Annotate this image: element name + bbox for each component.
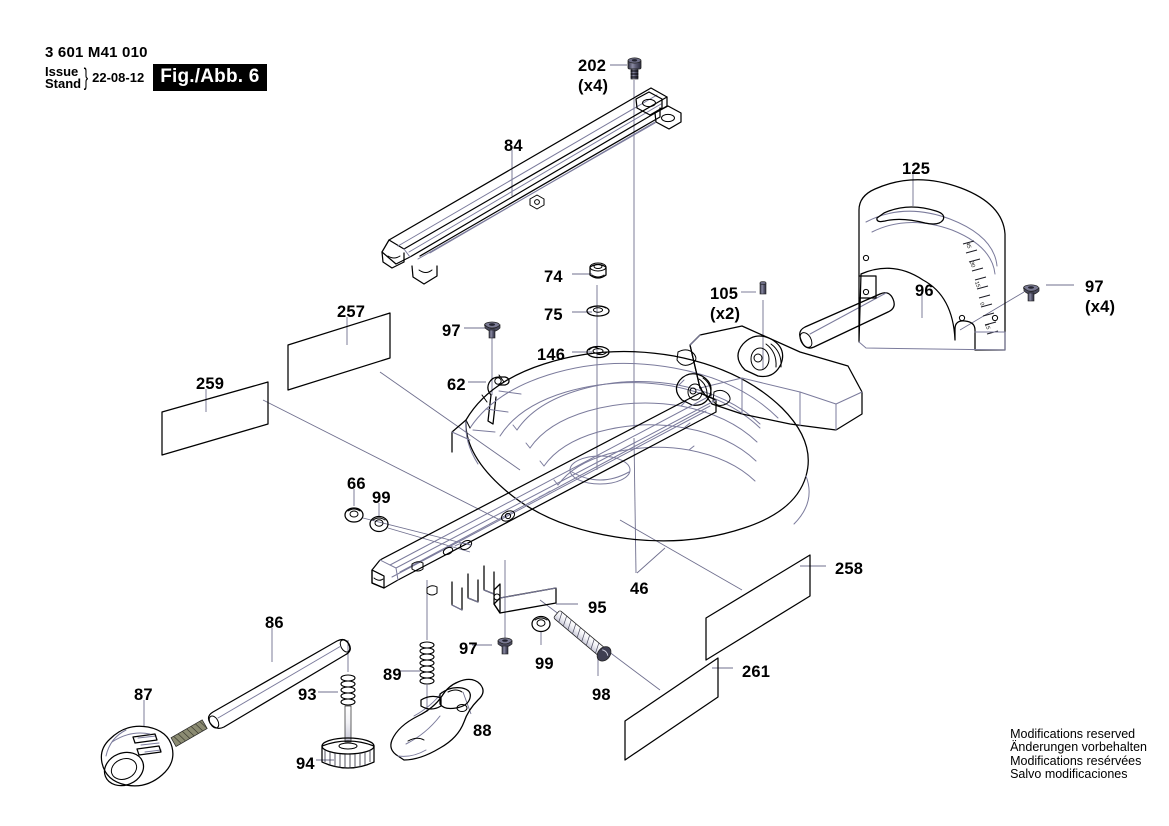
part-93-detent-spring — [340, 674, 356, 706]
disclaimer-line-fr: Modifications resérvées — [1010, 753, 1142, 768]
callout-46: 46 — [630, 580, 649, 598]
callout-146: 146 — [537, 346, 566, 364]
callout-88: 88 — [473, 722, 492, 740]
callout-89: 89 — [383, 666, 402, 684]
part-95-bracket — [493, 583, 557, 614]
part-99a-washer — [369, 515, 389, 533]
callout-97-top: 97 — [442, 322, 461, 340]
callout-125: 125 — [902, 160, 931, 178]
part-66-washer — [344, 507, 364, 523]
part-75-washer — [586, 305, 610, 317]
callout-99a: 99 — [372, 489, 391, 507]
callout-99b: 99 — [535, 655, 554, 673]
callout-62: 62 — [447, 376, 466, 394]
part-number: 3 601 M41 010 — [45, 44, 148, 61]
part-84-slide-rail — [381, 87, 682, 285]
callout-202: 202(x4) — [578, 57, 609, 95]
issue-date: 22-08-12 — [92, 70, 145, 85]
part-86-threaded-rod — [170, 638, 351, 747]
part-257-label — [287, 312, 391, 391]
callout-259: 259 — [196, 375, 225, 393]
modifications-disclaimer: Modifications reserved Änderungen vorbeh… — [1010, 726, 1147, 782]
callout-75: 75 — [544, 306, 563, 324]
callout-257: 257 — [337, 303, 366, 321]
part-258-label — [705, 554, 811, 661]
part-62-pointer-clip — [487, 376, 510, 425]
svg-text:30: 30 — [968, 261, 976, 269]
callout-105: 105(x2) — [710, 285, 741, 323]
part-97b-screw — [497, 637, 513, 655]
callout-86: 86 — [265, 614, 284, 632]
disclaimer-line-de: Änderungen vorbehalten — [1010, 740, 1147, 755]
part-97-right-screw — [1023, 284, 1040, 302]
callout-97-right: 97(x4) — [1085, 278, 1116, 316]
part-202-screw — [627, 57, 642, 80]
callout-93: 93 — [298, 686, 317, 704]
issue-label: Issue — [45, 64, 79, 79]
callout-258: 258 — [835, 560, 864, 578]
pivot-boss-right — [737, 335, 784, 378]
part-125-scale-plate: 45 30 15 0 15 — [858, 179, 1006, 351]
pivot-boss-left — [675, 373, 712, 406]
callout-261: 261 — [742, 663, 771, 681]
svg-text:15: 15 — [973, 281, 981, 289]
part-259-label — [161, 381, 269, 456]
callout-74: 74 — [544, 268, 563, 286]
svg-text:15: 15 — [983, 323, 991, 331]
issue-stand-labels: Issue Stand — [45, 64, 82, 91]
document-header: 3 601 M41 010 Issue Stand } 22-08-12 Fig… — [45, 44, 267, 91]
callout-66: 66 — [347, 475, 366, 493]
part-88-lock-lever — [390, 678, 484, 761]
svg-text:0: 0 — [978, 302, 985, 307]
disclaimer-line-en: Modifications reserved — [1010, 726, 1136, 741]
figure-badge: Fig./Abb. 6 — [153, 64, 267, 91]
callout-98: 98 — [592, 686, 611, 704]
part-105-set-screw — [759, 281, 767, 295]
callout-97-bottom: 97 — [459, 640, 478, 658]
part-87-handle-knob — [100, 725, 174, 787]
leader-lines — [143, 64, 1074, 761]
svg-text:45: 45 — [964, 242, 972, 250]
part-74-lock-nut — [589, 262, 607, 279]
callout-94: 94 — [296, 755, 315, 773]
disclaimer-line-es: Salvo modificaciones — [1010, 767, 1128, 782]
part-96-guide-pin — [799, 292, 895, 349]
callout-96: 96 — [915, 282, 934, 300]
stand-label: Stand — [45, 75, 82, 91]
extension-fence-rail — [371, 392, 717, 611]
part-261-label — [624, 657, 719, 761]
callout-95: 95 — [588, 599, 607, 617]
callout-87: 87 — [134, 686, 153, 704]
part-99b-washer — [531, 615, 551, 633]
part-97-top-screw — [484, 321, 501, 339]
part-98-machine-screw — [553, 610, 612, 662]
part-46-turntable-base — [451, 325, 863, 542]
part-94-knurled-knob — [321, 705, 375, 769]
part-89-spring — [419, 641, 435, 712]
brace-glyph: } — [83, 63, 89, 91]
callout-84: 84 — [504, 137, 523, 155]
